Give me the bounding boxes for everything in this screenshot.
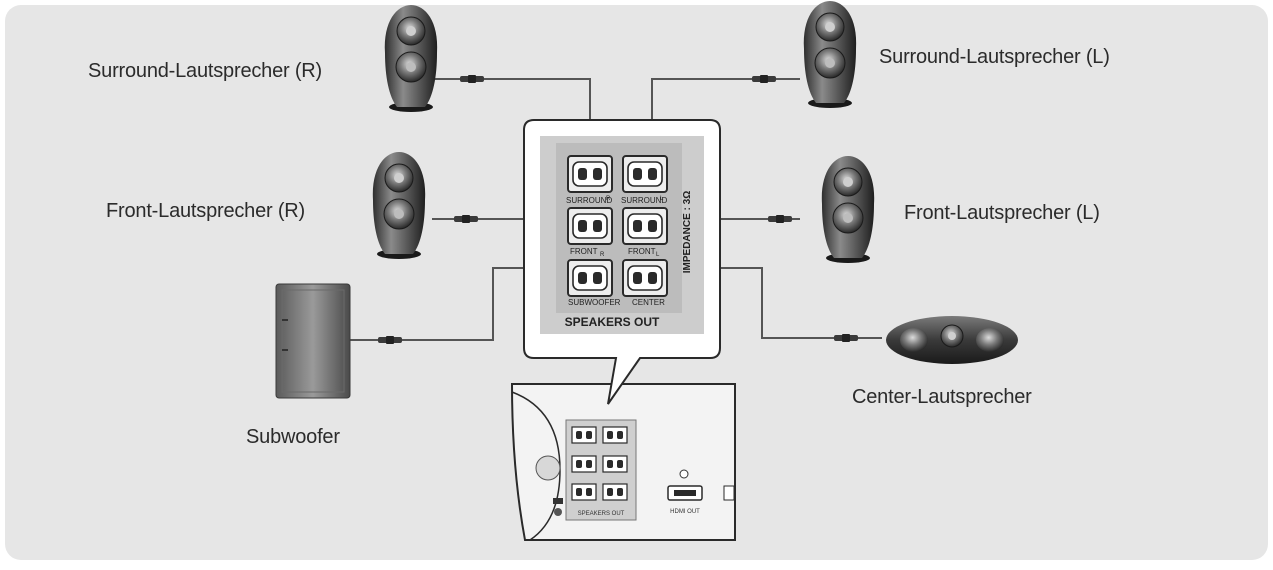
label-front-right: Front-Lautsprecher (R) [106, 200, 305, 222]
terminal-front-right [567, 207, 613, 245]
speakers-out-callout: SURROUND R SURROUND L FRONT R FRONT L SU… [523, 119, 721, 405]
label-front-left: Front-Lautsprecher (L) [904, 202, 1100, 224]
terminal-surround-right [567, 155, 613, 193]
surround-left-speaker [803, 0, 857, 109]
speakers-out-title: SPEAKERS OUT [565, 315, 660, 329]
terminal-label-front-r: FRONT [570, 247, 598, 256]
subwoofer-unit [275, 283, 351, 399]
front-left-speaker [821, 155, 875, 264]
rear-speakers-out-label: SPEAKERS OUT [578, 511, 625, 517]
terminal-label-center: CENTER [632, 298, 665, 307]
impedance-label: IMPEDANCE : 3Ω [682, 191, 693, 273]
terminal-label-surround-r: SURROUND [566, 196, 612, 205]
center-speaker [886, 316, 1018, 364]
terminal-center [622, 259, 668, 297]
hdmi-out-label: HDMI OUT [670, 509, 700, 515]
terminal-side-l-2: L [656, 252, 660, 258]
terminal-front-left [622, 207, 668, 245]
terminal-surround-left [622, 155, 668, 193]
av-receiver-rear: SPEAKERS OUT HDMI OUT [510, 383, 736, 541]
terminal-side-r-2: R [600, 252, 605, 258]
terminal-side-r-1: R [606, 196, 611, 202]
terminal-label-front-l: FRONT [628, 247, 656, 256]
label-surround-right: Surround-Lautsprecher (R) [88, 60, 322, 82]
label-surround-left: Surround-Lautsprecher (L) [879, 46, 1110, 68]
terminal-subwoofer [567, 259, 613, 297]
label-center: Center-Lautsprecher [852, 386, 1032, 408]
label-subwoofer: Subwoofer [246, 426, 340, 448]
surround-right-speaker [384, 4, 438, 113]
terminal-label-subwoofer: SUBWOOFER [568, 298, 621, 307]
terminal-label-surround-l: SURROUND [621, 196, 667, 205]
terminal-side-l-1: L [660, 196, 664, 202]
front-right-speaker [372, 151, 426, 260]
